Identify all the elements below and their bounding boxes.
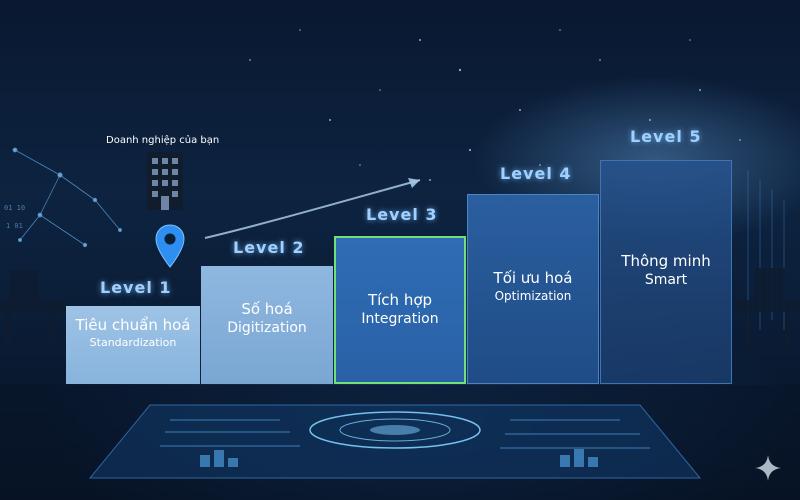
level-4-label: Level 4 [500, 164, 572, 183]
level-1-block: Tiêu chuẩn hoá Standardization [66, 306, 200, 384]
level-2-block: Số hoá Digitization [201, 266, 333, 384]
level-5-title: Thông minh [621, 252, 711, 270]
level-2-label: Level 2 [233, 238, 305, 257]
level-1-subtitle: Standardization [89, 336, 177, 349]
level-3-label: Level 3 [366, 205, 438, 224]
level-5-subtitle: Smart [644, 272, 688, 288]
svg-text:1 01: 1 01 [6, 222, 23, 230]
level-2-title: Số hoá [241, 300, 293, 318]
svg-text:01 10: 01 10 [4, 204, 25, 212]
level-1-label: Level 1 [100, 278, 172, 297]
growth-arrow [204, 178, 421, 239]
company-label: Doanh nghiệp của bạn [106, 135, 220, 146]
level-2-subtitle: Digitization [227, 320, 307, 336]
level-3-title: Tích hợp [367, 291, 433, 309]
building-icon [147, 152, 183, 210]
level-4-subtitle: Optimization [494, 289, 572, 303]
office-desks [0, 268, 800, 352]
level-3-subtitle: Integration [361, 311, 439, 327]
level-1-title: Tiêu chuẩn hoá [75, 316, 191, 334]
level-4-title: Tối ưu hoá [493, 269, 573, 287]
network-lines [12, 147, 123, 248]
level-4-block: Tối ưu hoá Optimization [467, 194, 599, 384]
level-5-block: Thông minh Smart [600, 160, 732, 384]
sparkle-icon [755, 455, 781, 481]
level-5-label: Level 5 [630, 127, 702, 146]
hologram-floor [88, 404, 702, 479]
level-3-block: Tích hợp Integration [334, 236, 466, 384]
location-pin-icon [155, 224, 185, 268]
